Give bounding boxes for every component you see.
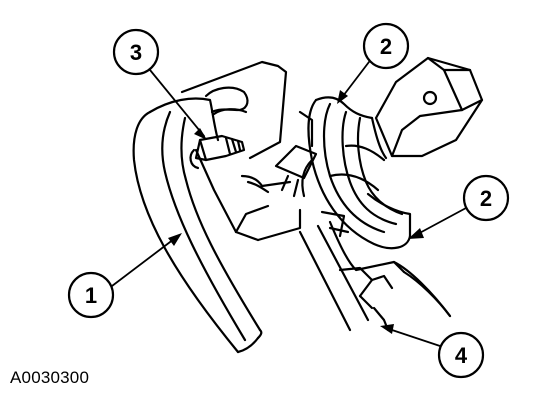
leader-lines bbox=[111, 57, 467, 347]
trim-panel-part-1 bbox=[132, 97, 263, 354]
shift-knob bbox=[374, 56, 484, 158]
callout-2-top-label: 2 bbox=[380, 34, 392, 59]
shift-boot-part-2 bbox=[301, 96, 412, 250]
shift-linkage bbox=[298, 210, 452, 332]
callout-1: 1 bbox=[67, 271, 115, 319]
callout-2-top: 2 bbox=[362, 22, 410, 70]
callout-4-label: 4 bbox=[455, 343, 468, 368]
callout-3: 3 bbox=[112, 28, 160, 76]
callout-4: 4 bbox=[437, 331, 485, 379]
callout-1-label: 1 bbox=[85, 283, 97, 308]
callout-3-label: 3 bbox=[130, 40, 142, 65]
callout-2-right-label: 2 bbox=[480, 186, 492, 211]
figure-code: A0030300 bbox=[10, 368, 90, 387]
callout-2-right: 2 bbox=[462, 174, 510, 222]
arrow-heads bbox=[168, 90, 424, 334]
screw-part-3 bbox=[189, 134, 246, 170]
wire-connector bbox=[240, 110, 318, 198]
bracket-panel bbox=[180, 60, 302, 242]
